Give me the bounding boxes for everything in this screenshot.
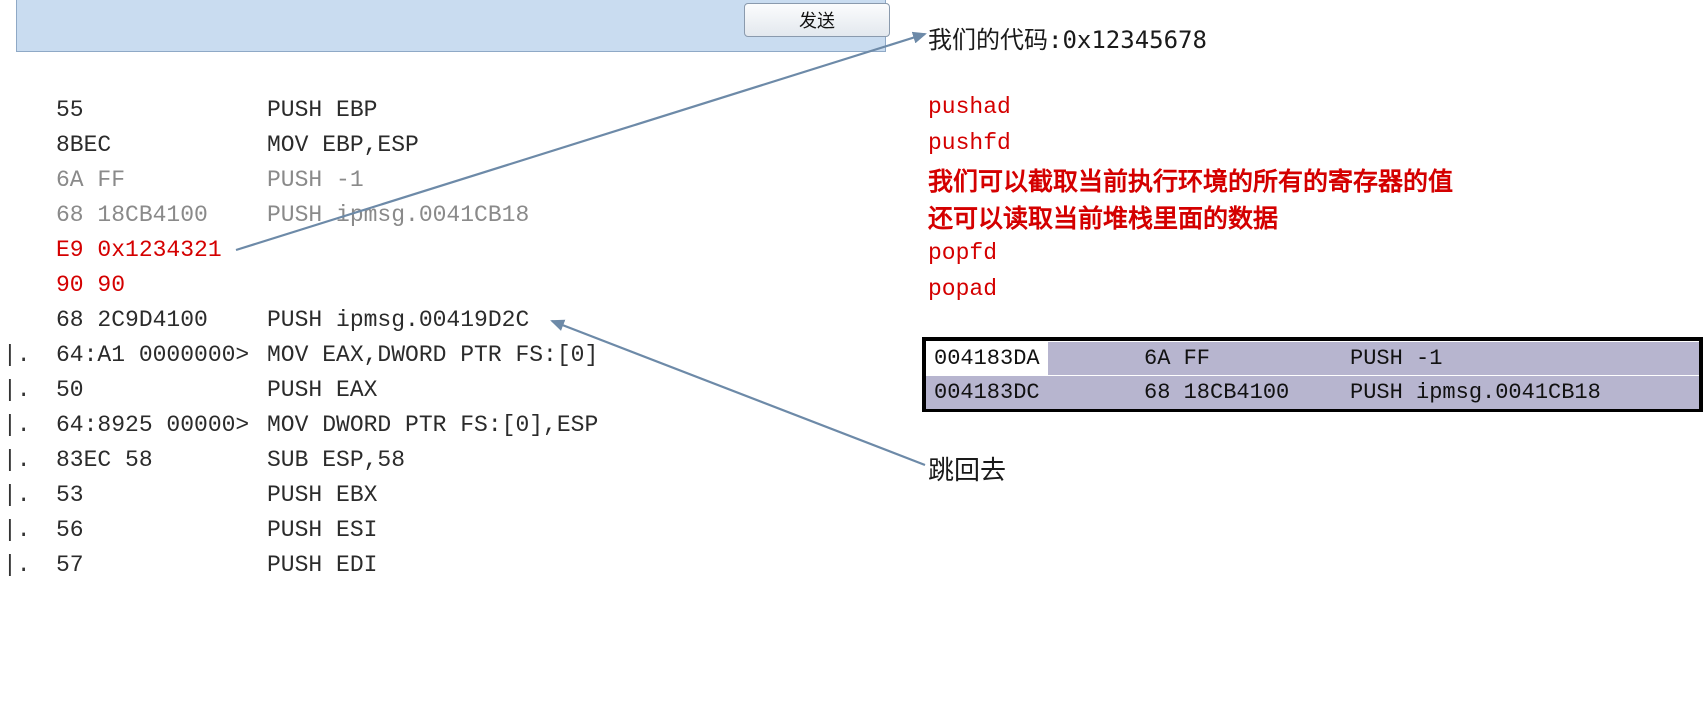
disasm-row[interactable]: |. 57 PUSH EDI [0,548,880,582]
row-marker: |. [3,517,31,543]
row-instruction: PUSH ESI [267,517,378,543]
row-instruction: PUSH EDI [267,552,378,578]
row-instruction: PUSH -1 [267,167,364,193]
disasm-row[interactable]: |. 64:8925 00000> MOV DWORD PTR FS:[0],E… [0,408,880,442]
row-instruction: PUSH EBX [267,482,378,508]
disasm-row[interactable]: |. 56 PUSH ESI [0,513,880,547]
row-address: 004183DC [934,380,1040,405]
capture-registers-note: 我们可以截取当前执行环境的所有的寄存器的值 [928,167,1454,196]
disasm-row[interactable]: 6A FF PUSH -1 [0,163,880,197]
jmp-to-code-arrow [235,31,927,252]
row-marker: |. [3,342,31,368]
row-instruction: SUB ESP,58 [267,447,406,473]
row-address: 004183DA [926,342,1048,375]
row-hex: E9 0x1234321 [56,237,222,263]
row-hex: 57 [56,552,84,578]
row-hex: 64:8925 00000> [56,412,250,438]
row-marker: |. [3,412,31,438]
row-hex: 68 18CB4100 [56,202,208,228]
row-instruction: MOV EBP,ESP [267,132,419,158]
row-instruction: MOV EAX,DWORD PTR FS:[0] [267,342,599,368]
pushad-note: pushad [928,94,1011,120]
row-marker: |. [3,552,31,578]
send-panel: 发送 [16,0,890,52]
row-hex: 83EC 58 [56,447,153,473]
row-hex: 53 [56,482,84,508]
disasm-row-patched-nop[interactable]: 90 90 [0,268,880,302]
annotation-arrows [235,31,927,467]
row-instruction: MOV DWORD PTR FS:[0],ESP [267,412,599,438]
row-hex: 55 [56,97,84,123]
row-hex: 68 2C9D4100 [56,307,208,333]
disasm-row[interactable]: |. 50 PUSH EAX [0,373,880,407]
jump-back-arrow [550,319,926,467]
debugger-selection-box: 004183DA 6A FF PUSH -1 004183DC 68 18CB4… [922,337,1703,412]
read-stack-note: 还可以读取当前堆栈里面的数据 [928,204,1279,233]
row-marker: |. [3,447,31,473]
row-marker: |. [3,377,31,403]
row-marker: |. [3,482,31,508]
debugger-row[interactable]: 004183DA 6A FF PUSH -1 [926,342,1699,375]
row-instruction: PUSH ipmsg.0041CB18 [1350,380,1601,405]
debugger-row[interactable]: 004183DC 68 18CB4100 PUSH ipmsg.0041CB18 [926,376,1699,409]
row-hex: 56 [56,517,84,543]
row-bytes: 6A FF [1144,346,1211,371]
disasm-row[interactable]: |. 64:A1 0000000> MOV EAX,DWORD PTR FS:[… [0,338,880,372]
row-hex: 6A FF [56,167,126,193]
row-instruction: PUSH EAX [267,377,378,403]
row-hex: 8BEC [56,132,112,158]
row-hex: 50 [56,377,84,403]
disasm-row[interactable]: |. 83EC 58 SUB ESP,58 [0,443,880,477]
row-hex: 90 90 [56,272,126,298]
send-button[interactable]: 发送 [744,3,890,37]
row-bytes: 68 18CB4100 [1144,380,1290,405]
disasm-row[interactable]: 55 PUSH EBP [0,93,880,127]
row-instruction: PUSH EBP [267,97,378,123]
disasm-row[interactable]: |. 53 PUSH EBX [0,478,880,512]
popad-note: popad [928,276,998,302]
pushfd-note: pushfd [928,130,1011,156]
disasm-row-patched-jmp[interactable]: E9 0x1234321 [0,233,880,267]
disasm-row[interactable]: 68 18CB4100 PUSH ipmsg.0041CB18 [0,198,880,232]
disasm-row-return-target[interactable]: 68 2C9D4100 PUSH ipmsg.00419D2C [0,303,880,337]
jump-back-label: 跳回去 [928,456,1007,486]
row-hex: 64:A1 0000000> [56,342,250,368]
row-instruction: PUSH ipmsg.00419D2C [267,307,530,333]
disasm-row[interactable]: 8BEC MOV EBP,ESP [0,128,880,162]
our-code-label: 我们的代码:0x12345678 [928,26,1207,54]
popfd-note: popfd [928,240,998,266]
row-instruction: PUSH -1 [1350,346,1443,371]
row-instruction: PUSH ipmsg.0041CB18 [267,202,530,228]
